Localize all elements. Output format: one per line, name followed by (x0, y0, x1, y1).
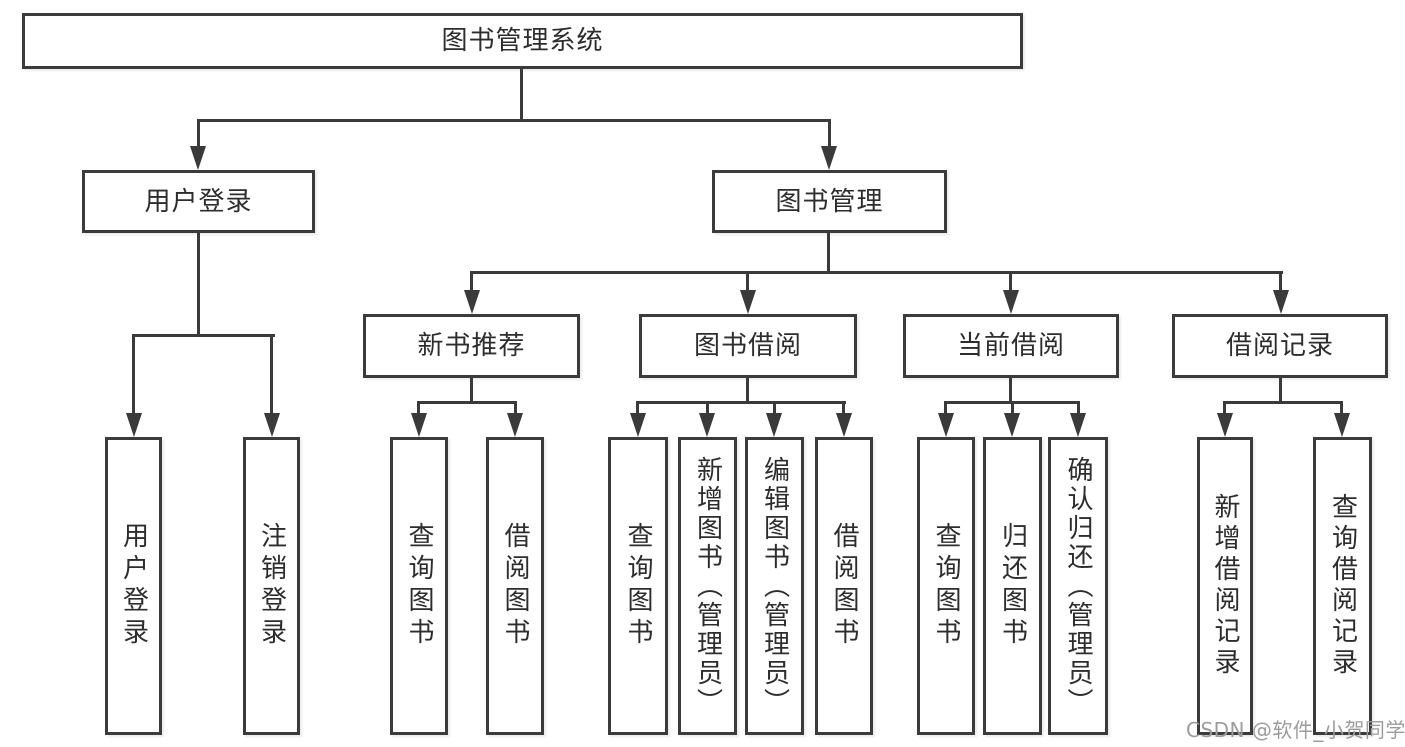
leaf-label: 借阅图书 (500, 522, 530, 650)
connector-borrowing-bar (636, 401, 846, 404)
arrow-down-icon (190, 146, 206, 170)
arrow-down-icon (126, 413, 142, 437)
arrow-down-icon (1334, 413, 1350, 437)
arrow-down-icon (1217, 413, 1233, 437)
connector-drop (1223, 401, 1226, 415)
leaf-label: 查询图书 (404, 522, 434, 650)
leaf-return-books: 归还图书 (983, 437, 1042, 735)
connector-current-stem (1009, 378, 1012, 404)
arrow-down-icon (1004, 413, 1020, 437)
connector-drop-borrow-records (1279, 271, 1282, 293)
connector-drop (773, 401, 776, 415)
arrow-down-icon (1070, 413, 1086, 437)
leaf-add-borrow-record: 新增借阅记录 (1197, 437, 1253, 735)
arrow-down-icon (264, 413, 280, 437)
arrow-down-icon (766, 413, 782, 437)
node-label: 借阅记录 (1225, 331, 1334, 361)
arrow-down-icon (699, 413, 715, 437)
connector-mgmt-stem (827, 233, 830, 274)
csdn-watermark: CSDN @软件_小贺同学 (1186, 718, 1405, 742)
connector-drop-logout (270, 334, 273, 414)
connector-records-stem (1279, 378, 1282, 404)
connector-drop (1340, 401, 1343, 415)
connector-user-bar (132, 334, 275, 337)
connector-drop-book-borrow (746, 271, 749, 293)
leaf-label: 查询图书 (931, 522, 961, 650)
arrow-down-icon (740, 290, 756, 314)
leaf-label: 归还图书 (997, 522, 1028, 650)
node-user-login: 用户登录 (82, 170, 315, 233)
connector-user-stem (197, 233, 200, 335)
connector-borrowing-stem (746, 378, 749, 404)
leaf-label: 借阅图书 (829, 522, 859, 650)
connector-drop (1077, 401, 1080, 415)
node-label: 当前借阅 (956, 331, 1065, 361)
connector-drop (944, 401, 947, 415)
node-label: 新书推荐 (417, 331, 526, 361)
leaf-query-books-3: 查询图书 (917, 437, 975, 735)
arrow-down-icon (630, 413, 646, 437)
connector-drop (514, 401, 517, 415)
node-label: 图书借阅 (693, 331, 802, 361)
connector-drop-login (132, 334, 135, 414)
connector-drop (636, 401, 639, 415)
connector-root-stem (520, 69, 523, 120)
connector-drop-current-borrow (1009, 271, 1012, 293)
arrow-down-icon (507, 413, 523, 437)
arrow-down-icon (1273, 290, 1289, 314)
leaf-edit-books-admin: 编辑图书（管理员） (745, 437, 804, 735)
leaf-add-books-admin: 新增图书（管理员） (678, 437, 737, 735)
node-borrowing-records: 借阅记录 (1172, 314, 1388, 378)
node-book-borrowing: 图书借阅 (639, 314, 857, 378)
connector-drop-book-mgmt (828, 119, 831, 149)
node-label: 图书管理系统 (441, 26, 604, 56)
leaf-label: 编辑图书（管理员） (759, 455, 790, 717)
connector-drop (706, 401, 709, 415)
leaf-query-borrow-record: 查询借阅记录 (1313, 437, 1372, 735)
node-current-borrowing: 当前借阅 (903, 314, 1119, 378)
connector-drop-new-books (470, 271, 473, 293)
arrow-down-icon (836, 413, 852, 437)
connector-drop-user-login (197, 119, 200, 149)
arrow-down-icon (821, 146, 837, 170)
node-book-management: 图书管理 (712, 170, 947, 233)
connector-records-bar (1223, 401, 1343, 404)
leaf-borrow-books-2: 借阅图书 (815, 437, 873, 735)
leaf-borrow-books-1: 借阅图书 (486, 437, 544, 735)
leaf-query-books-2: 查询图书 (608, 437, 668, 735)
leaf-label: 查询图书 (623, 522, 653, 650)
leaf-label: 查询借阅记录 (1327, 493, 1358, 679)
node-label: 用户登录 (144, 186, 253, 217)
connector-root-bar (197, 119, 831, 122)
arrow-down-icon (464, 290, 480, 314)
connector-mgmt-bar (470, 271, 1283, 274)
leaf-label: 用户登录 (118, 522, 149, 650)
connector-drop (1011, 401, 1014, 415)
leaf-label: 新增借阅记录 (1210, 493, 1240, 679)
leaf-label: 新增图书（管理员） (692, 455, 723, 717)
leaf-label: 注销登录 (256, 522, 287, 650)
leaf-confirm-return-admin: 确认归还（管理员） (1048, 437, 1108, 735)
connector-drop (417, 401, 420, 415)
connector-recommend-bar (417, 401, 517, 404)
leaf-label: 确认归还（管理员） (1063, 455, 1093, 717)
connector-recommend-stem (470, 378, 473, 404)
node-library-system: 图书管理系统 (22, 13, 1023, 69)
leaf-logout: 注销登录 (243, 437, 300, 735)
leaf-query-books-1: 查询图书 (390, 437, 448, 735)
connector-drop (842, 401, 845, 415)
leaf-user-login: 用户登录 (105, 437, 162, 735)
arrow-down-icon (938, 413, 954, 437)
arrow-down-icon (411, 413, 427, 437)
node-new-book-recommend: 新书推荐 (363, 314, 580, 378)
node-label: 图书管理 (775, 186, 884, 217)
arrow-down-icon (1003, 290, 1019, 314)
